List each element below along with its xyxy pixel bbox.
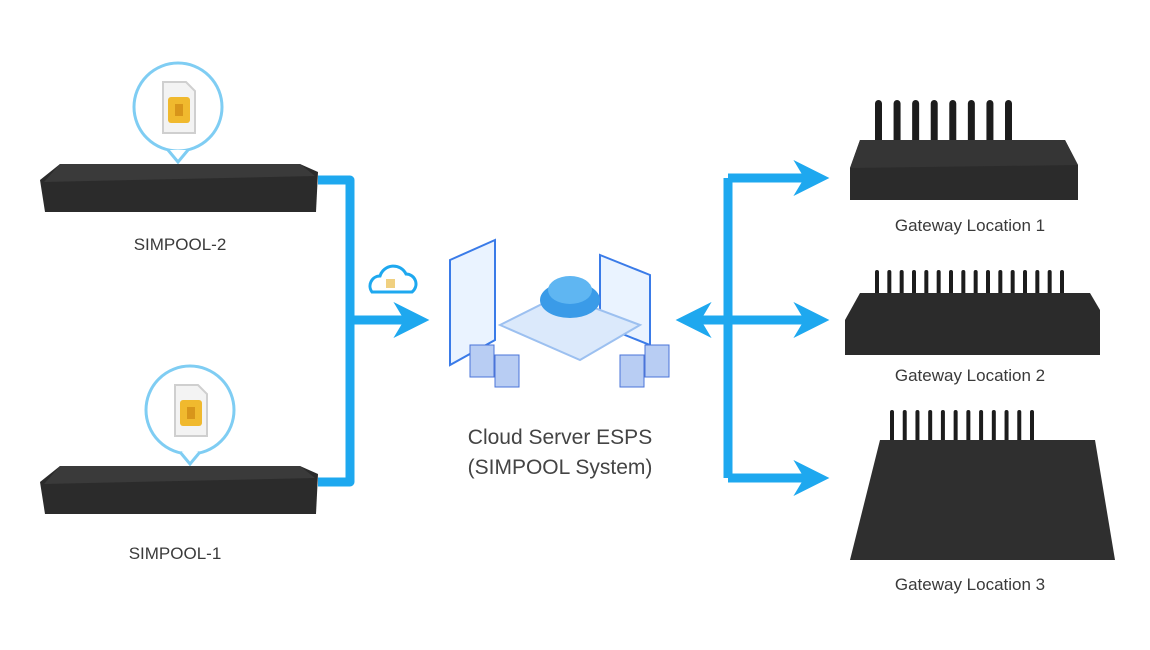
gateway-3-device bbox=[850, 410, 1115, 560]
antenna bbox=[1004, 410, 1009, 445]
sim-bubble bbox=[144, 364, 236, 467]
simpool-1-label: SIMPOOL-1 bbox=[128, 544, 222, 563]
antenna bbox=[915, 410, 920, 445]
antenna bbox=[1035, 270, 1040, 300]
antenna bbox=[1017, 410, 1022, 445]
antenna bbox=[973, 270, 978, 300]
antenna bbox=[930, 100, 938, 150]
antenna bbox=[986, 100, 994, 150]
antenna bbox=[967, 100, 975, 150]
antenna bbox=[949, 270, 953, 300]
antenna bbox=[875, 100, 882, 150]
antenna bbox=[986, 270, 990, 300]
antenna bbox=[893, 100, 901, 150]
gateway-2-label: Gateway Location 2 bbox=[894, 366, 1046, 385]
sim-card-icon bbox=[174, 384, 208, 437]
server-title: Cloud Server ESPS (SIMPOOL System) bbox=[415, 423, 705, 483]
antenna bbox=[890, 410, 894, 445]
antenna bbox=[887, 270, 892, 300]
antenna bbox=[1060, 270, 1064, 300]
antenna bbox=[961, 270, 966, 300]
gateway-3-label: Gateway Location 3 bbox=[894, 575, 1046, 594]
gateway-2-device bbox=[845, 270, 1100, 355]
antenna bbox=[936, 270, 941, 300]
connector-simpool-1 bbox=[318, 320, 355, 487]
antenna bbox=[1005, 100, 1012, 150]
sim-card-icon bbox=[162, 81, 196, 134]
antenna bbox=[949, 100, 957, 150]
antenna bbox=[912, 100, 920, 150]
antenna bbox=[912, 270, 916, 300]
antenna bbox=[998, 270, 1003, 300]
connector-simpool-2 bbox=[318, 175, 355, 320]
antenna bbox=[991, 410, 996, 445]
antenna bbox=[979, 410, 984, 445]
antenna bbox=[899, 270, 904, 300]
antenna bbox=[1047, 270, 1052, 300]
antenna bbox=[902, 410, 907, 445]
antenna bbox=[1010, 270, 1015, 300]
antenna bbox=[1030, 410, 1034, 445]
antenna bbox=[875, 270, 879, 300]
server-title-line1: Cloud Server ESPS bbox=[467, 426, 653, 449]
antenna bbox=[940, 410, 945, 445]
gateway-1-device bbox=[850, 100, 1078, 200]
simpool-2-label: SIMPOOL-2 bbox=[133, 235, 227, 254]
gateway-1-label: Gateway Location 1 bbox=[894, 216, 1046, 235]
antenna bbox=[928, 410, 933, 445]
antenna bbox=[1023, 270, 1027, 300]
antenna bbox=[953, 410, 958, 445]
antenna bbox=[966, 410, 971, 445]
server-title-line2: (SIMPOOL System) bbox=[467, 456, 653, 479]
sim-bubble bbox=[132, 61, 224, 165]
antenna bbox=[924, 270, 929, 300]
